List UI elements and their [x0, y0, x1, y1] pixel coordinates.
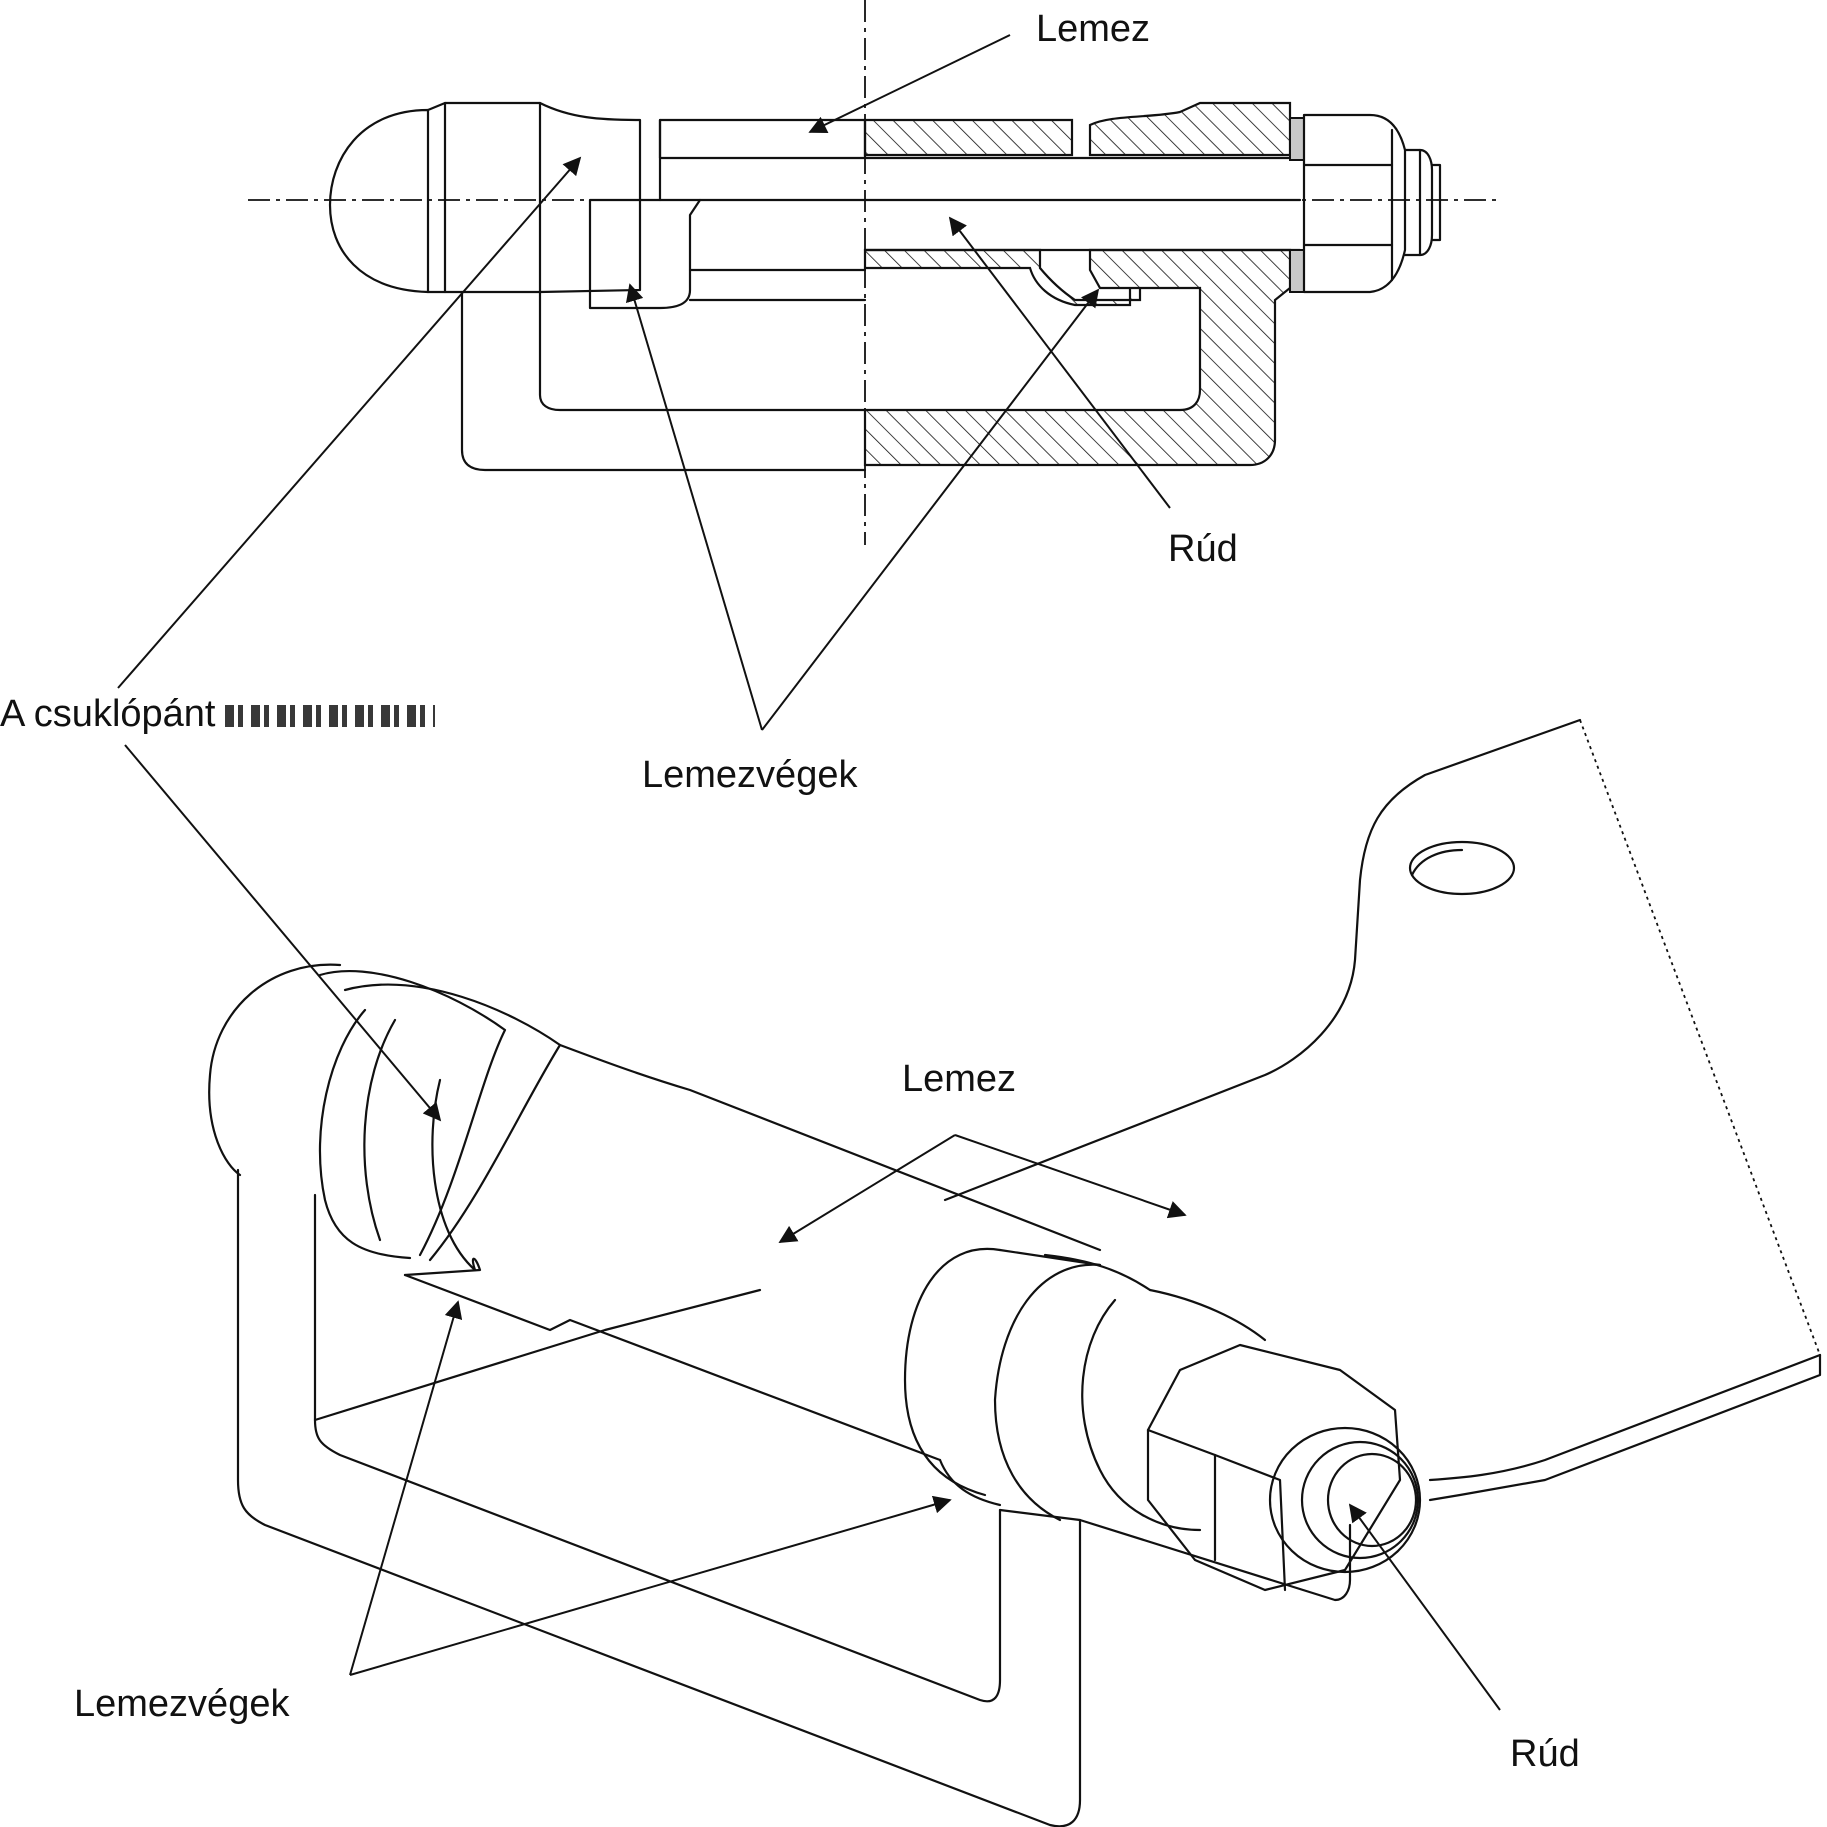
label-iso-rud: Rúd	[1510, 1733, 1580, 1775]
iso-bracket-arm-top	[998, 1508, 1082, 1522]
iso-sheet-top-edge	[1428, 1353, 1822, 1482]
iso-left-dome	[208, 963, 342, 1177]
iso-tube-top	[558, 1043, 1102, 1252]
iso-right-ring-top-2	[1148, 1288, 1267, 1342]
iso-sheet-end-left	[403, 1257, 482, 1277]
label-iso-lemezvegek: Lemezvégek	[74, 1683, 290, 1725]
iso-left-collar-1	[318, 970, 507, 1257]
leader-csuklopant-top	[117, 156, 582, 689]
iso-right-ring-front	[1081, 1298, 1202, 1532]
knuckle-collar	[426, 101, 642, 294]
label-iso-lemez: Lemez	[902, 1058, 1017, 1100]
iso-sheet-cut-edge	[1579, 719, 1821, 1356]
iso-sheet-plate	[943, 718, 1582, 1202]
obscured-text	[225, 704, 436, 727]
leader-iso-lemezvegek-2	[349, 1495, 952, 1676]
sheet-lower-strip	[688, 268, 867, 302]
label-top-rud: Rúd	[1168, 528, 1238, 570]
iso-bracket-floor-edge	[313, 1288, 762, 1422]
leader-top-lemezvegek-1	[625, 283, 763, 731]
iso-rod-washer	[1268, 1426, 1422, 1574]
label-top-lemez: Lemez	[1036, 8, 1151, 50]
iso-bracket-inner	[313, 1193, 1002, 1703]
leader-iso-lemez-2	[954, 1134, 1187, 1219]
iso-leaders	[124, 744, 1501, 1711]
iso-left-collar-front	[318, 1008, 412, 1260]
nut	[1302, 113, 1407, 294]
leader-iso-lemez-1	[778, 1134, 956, 1243]
leader-top-rud	[948, 216, 1171, 509]
hatched-sleeve-lower	[863, 248, 1292, 467]
iso-right-ring-top	[998, 1248, 1152, 1292]
spacer-top	[1289, 117, 1305, 161]
iso-left-groove	[363, 1018, 397, 1242]
hatched-sleeve-upper	[863, 118, 1074, 157]
iso-sheet-bottom-edge	[1428, 1353, 1822, 1502]
iso-tube-bottom	[403, 1273, 942, 1462]
bracket-inner	[538, 290, 867, 412]
label-csuklopant: A csuklópánt	[0, 693, 436, 735]
iso-bracket-outer	[236, 1168, 1352, 1827]
leader-top-lemezvegek-2	[761, 288, 1100, 731]
label-top-lemezvegek: Lemezvégek	[642, 754, 858, 796]
iso-rod-end	[1300, 1440, 1420, 1560]
spacer-bottom	[1289, 249, 1305, 293]
leader-iso-rud	[1348, 1503, 1501, 1711]
section-leaders	[117, 34, 1171, 731]
leader-iso-lemezvegek-1	[349, 1300, 463, 1676]
rod-tip	[1403, 148, 1434, 257]
leader-top-lemez	[808, 34, 1011, 134]
iso-left-collar-2	[343, 983, 562, 1262]
leader-csuklopant-iso	[124, 744, 442, 1122]
iso-mounting-hole	[1408, 840, 1516, 896]
sheet-end-block	[588, 198, 702, 310]
iso-hex-nut	[1146, 1343, 1402, 1592]
iso-right-ring-2	[993, 1263, 1102, 1522]
iso-right-ring-1	[903, 1247, 1002, 1497]
iso-sheet-end-right	[938, 1458, 1002, 1507]
iso-hex-facet	[1146, 1428, 1287, 1592]
hatched-sleeve-upper-2	[1088, 101, 1292, 157]
rod-end	[1430, 163, 1442, 242]
sheet-upper	[658, 118, 867, 160]
knuckle-dome	[328, 108, 430, 294]
section-view	[248, 0, 1500, 545]
iso-hole-rim	[1410, 848, 1464, 877]
rod-section	[698, 156, 1302, 252]
iso-rod-tip	[1326, 1452, 1418, 1548]
label-csuklopant-text: A csuklópánt	[0, 693, 216, 735]
isometric-view	[208, 718, 1822, 1827]
bracket-outer	[460, 290, 867, 472]
